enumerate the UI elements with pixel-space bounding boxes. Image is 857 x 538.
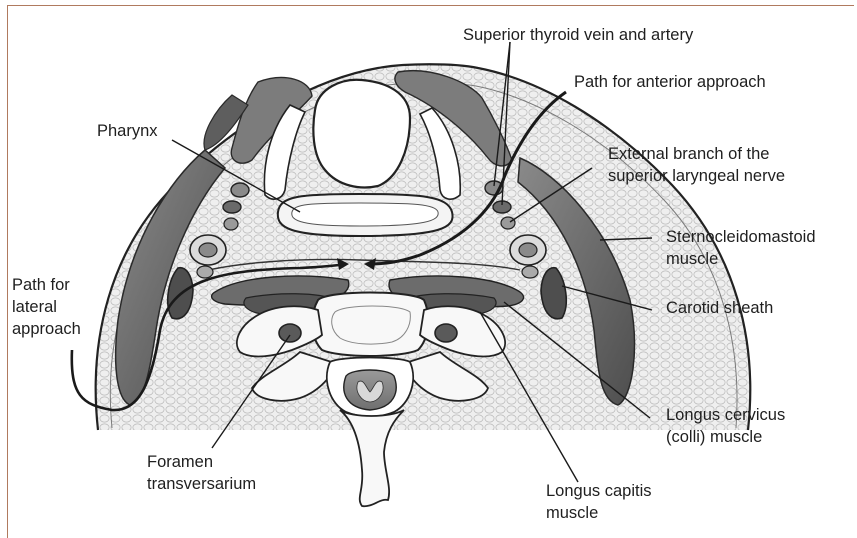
label-scm-line2: muscle (666, 250, 718, 268)
foramen-transversarium-left (279, 324, 301, 342)
label-longus-capitis-line1: Longus capitis (546, 482, 652, 500)
label-lateral-line2: lateral (12, 298, 57, 316)
label-foramen-line2: transversarium (147, 475, 256, 493)
label-pharynx: Pharynx (97, 122, 158, 140)
label-external-branch-line1: External branch of the (608, 145, 769, 163)
label-lateral-line1: Path for (12, 276, 70, 294)
label-external-branch-line2: superior laryngeal nerve (608, 167, 785, 185)
thyroid-cartilage (313, 80, 410, 188)
spinal-cord (344, 370, 396, 410)
foramen-transversarium-right (435, 324, 457, 342)
label-scm-line1: Sternocleidomastoid (666, 228, 816, 246)
label-foramen-line1: Foramen (147, 453, 213, 471)
pharynx-lumen (292, 203, 438, 226)
label-carotid-sheath: Carotid sheath (666, 299, 773, 317)
cervical-vertebra (237, 293, 505, 507)
vertebral-body (312, 293, 428, 357)
label-superior-thyroid: Superior thyroid vein and artery (463, 26, 694, 44)
label-lateral-line3: approach (12, 320, 81, 338)
label-longus-cervicus-line1: Longus cervicus (666, 406, 785, 424)
label-anterior-approach: Path for anterior approach (574, 73, 766, 91)
label-longus-cervicus-line2: (colli) muscle (666, 428, 762, 446)
label-longus-capitis-line2: muscle (546, 504, 598, 522)
